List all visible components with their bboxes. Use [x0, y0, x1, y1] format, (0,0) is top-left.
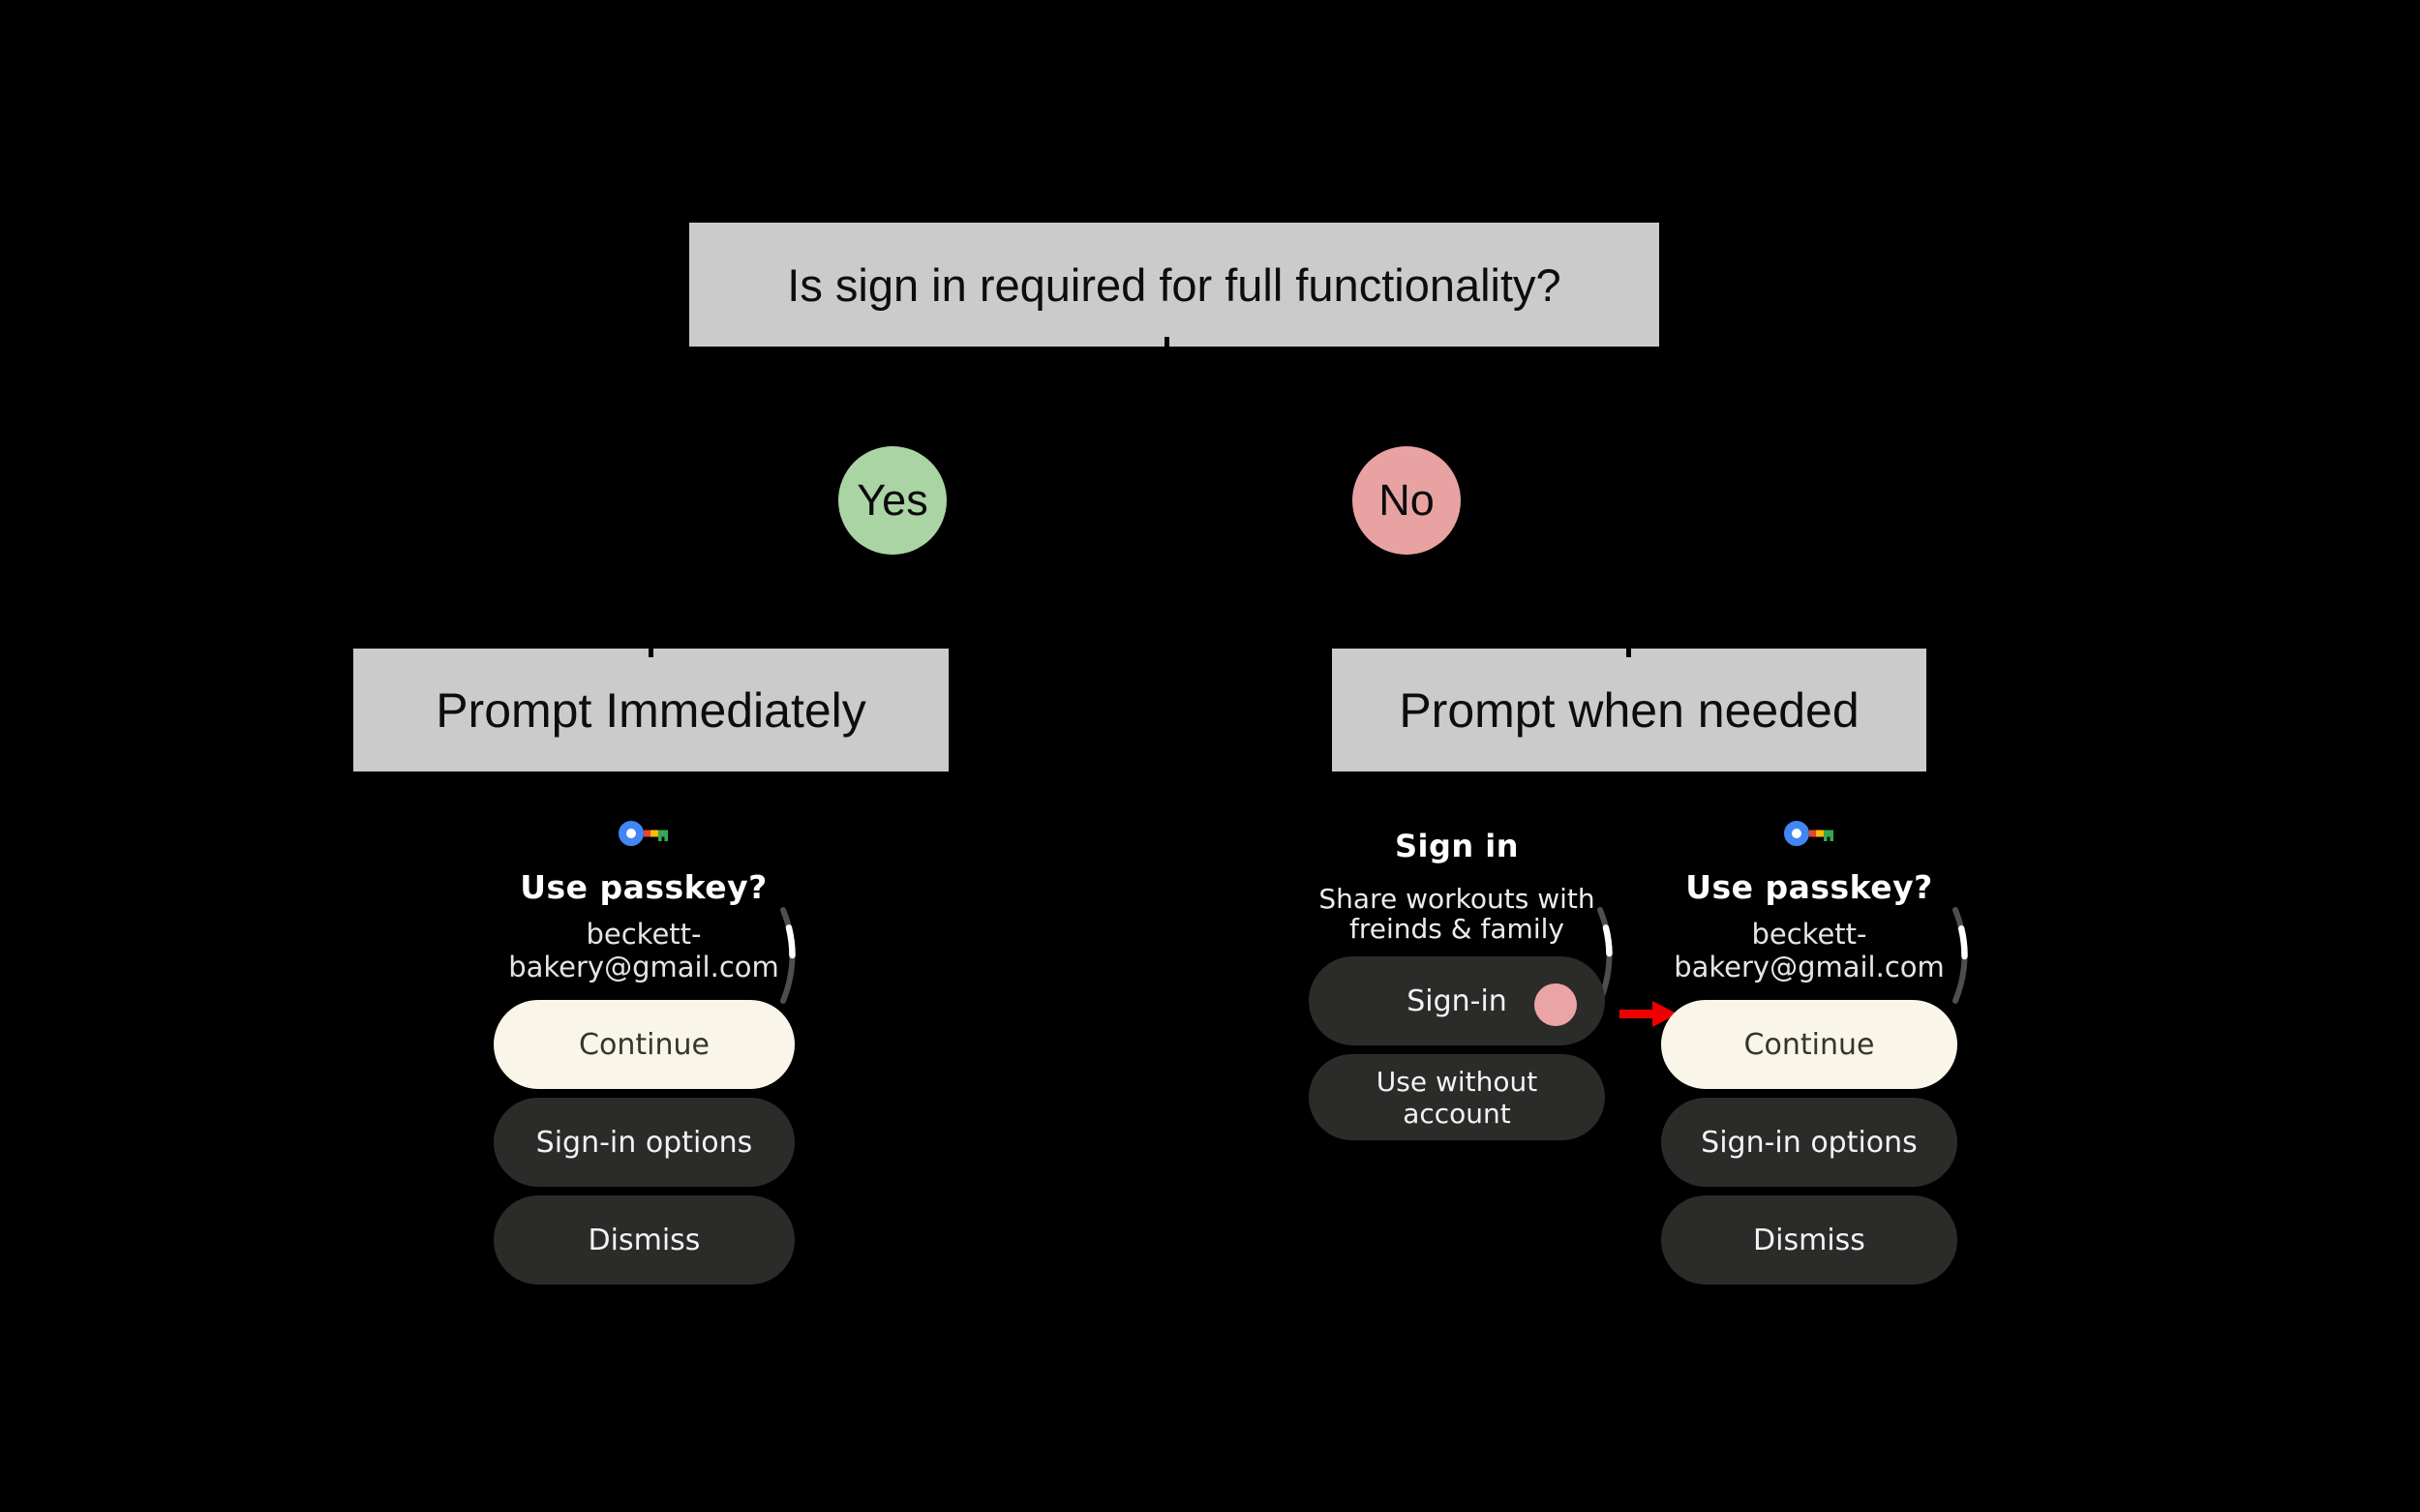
yes-node: Yes — [838, 446, 947, 555]
yes-label: Yes — [857, 475, 928, 525]
prompt-immediately-box: Prompt Immediately — [353, 649, 949, 771]
signin-options-button[interactable]: Sign-in options — [1661, 1098, 1957, 1187]
use-without-line1: Use without — [1376, 1065, 1538, 1098]
connector-stub — [1165, 337, 1169, 347]
passkey-buttons-left: Continue Sign-in options Dismiss — [494, 1000, 795, 1285]
signin-options-button[interactable]: Sign-in options — [494, 1098, 795, 1187]
signin-button[interactable]: Sign-in — [1309, 956, 1605, 1045]
signin-subtitle: Share workouts with freinds & family — [1263, 884, 1650, 944]
subtitle-line1: Share workouts with — [1318, 883, 1595, 915]
email-line1: beckett- — [1751, 918, 1867, 951]
passkey-email: beckett- bakery@gmail.com — [450, 918, 837, 983]
prompt-immediately-text: Prompt Immediately — [436, 682, 866, 738]
connector-stub — [1626, 649, 1631, 657]
scroll-indicator[interactable] — [1948, 906, 1981, 1005]
red-arrow-icon — [1619, 1001, 1678, 1027]
continue-button[interactable]: Continue — [494, 1000, 795, 1089]
passkey-title: Use passkey? — [1685, 868, 1933, 906]
dismiss-label: Dismiss — [1753, 1223, 1865, 1257]
dismiss-button[interactable]: Dismiss — [494, 1195, 795, 1285]
dismiss-button[interactable]: Dismiss — [1661, 1195, 1957, 1285]
tap-indicator-dot — [1534, 983, 1577, 1026]
passkey-buttons-right: Continue Sign-in options Dismiss — [1661, 1000, 1957, 1285]
email-line2: bakery@gmail.com — [508, 951, 779, 983]
passkey-icon — [619, 821, 668, 846]
no-label: No — [1378, 475, 1435, 525]
use-without-line2: account — [1403, 1097, 1511, 1130]
passkey-icon — [1784, 821, 1833, 846]
passkey-title: Use passkey? — [520, 868, 768, 906]
signin-button-label: Sign-in — [1407, 983, 1507, 1018]
no-node: No — [1352, 446, 1461, 555]
prompt-when-needed-text: Prompt when needed — [1399, 682, 1860, 738]
email-line2: bakery@gmail.com — [1674, 951, 1945, 983]
email-line1: beckett- — [586, 918, 702, 951]
signin-options-label: Sign-in options — [1701, 1125, 1918, 1160]
subtitle-line2: freinds & family — [1349, 913, 1564, 945]
scroll-indicator[interactable] — [775, 906, 808, 1005]
question-box: Is sign in required for full functionali… — [689, 223, 1659, 347]
dismiss-label: Dismiss — [588, 1223, 701, 1257]
use-without-account-button[interactable]: Use without account — [1309, 1054, 1605, 1140]
continue-label: Continue — [579, 1027, 710, 1062]
continue-button[interactable]: Continue — [1661, 1000, 1957, 1089]
signin-title: Sign in — [1394, 828, 1520, 864]
passkey-email: beckett- bakery@gmail.com — [1616, 918, 2003, 983]
signin-options-label: Sign-in options — [535, 1125, 753, 1160]
question-text: Is sign in required for full functionali… — [787, 258, 1561, 311]
continue-label: Continue — [1743, 1027, 1875, 1062]
prompt-when-needed-box: Prompt when needed — [1332, 649, 1926, 771]
connector-stub — [649, 649, 653, 657]
